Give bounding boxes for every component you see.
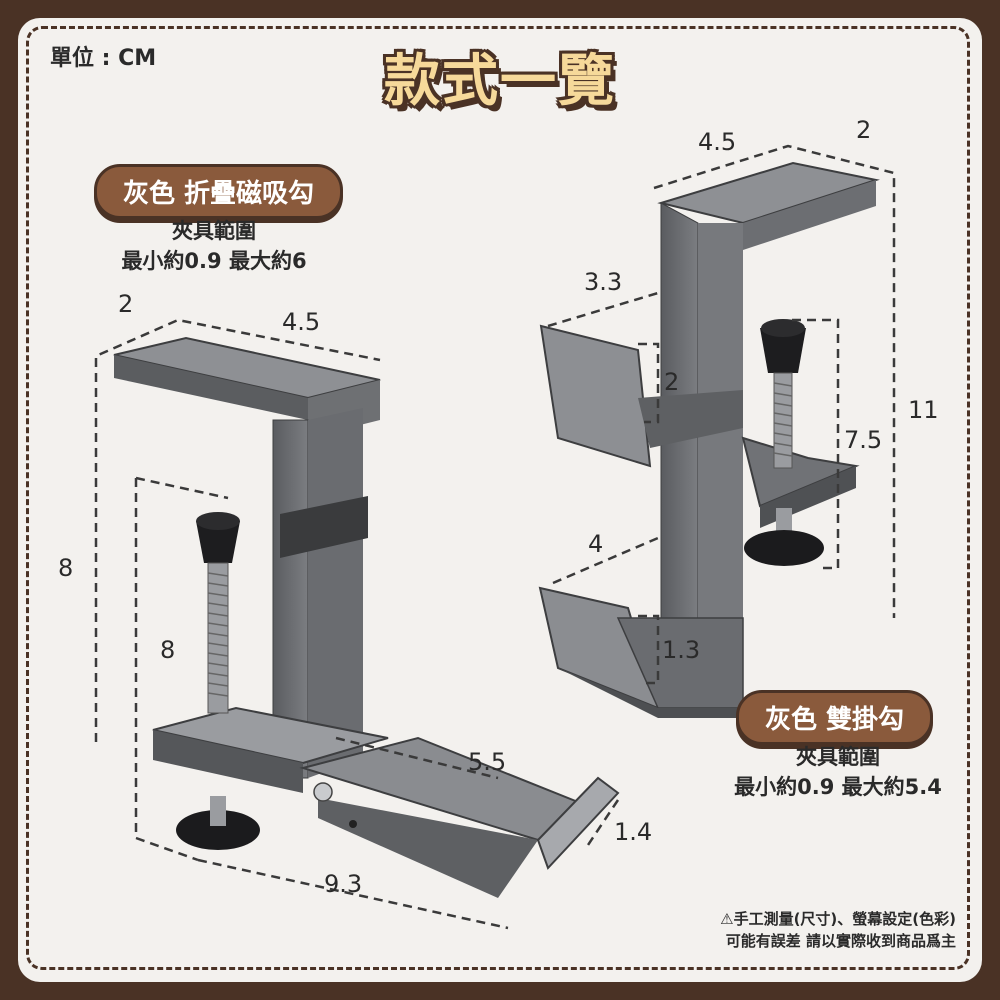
- right-product-badge: 灰色 雙掛勾: [736, 690, 934, 745]
- right-dim-lower-hook-depth: 1.3: [662, 636, 701, 664]
- right-dim-upper-hook-depth: 2: [664, 368, 680, 396]
- left-dim-height: 8: [58, 554, 74, 582]
- right-dim-depth: 2: [856, 116, 872, 144]
- left-hook-product: [113, 336, 620, 898]
- disclaimer-note: ⚠手工測量(尺寸)、螢幕設定(色彩) 可能有誤差 請以實際收到商品爲主: [720, 908, 956, 952]
- product-illustration: [94, 144, 896, 930]
- left-dim-hook-lip: 1.4: [614, 818, 653, 846]
- right-dimension-lines: [547, 144, 896, 685]
- right-hook-product: [538, 161, 880, 718]
- right-dim-clamp-height: 7.5: [844, 426, 883, 454]
- right-dim-lower-hook-width: 4: [588, 530, 604, 558]
- unit-label: 單位 : CM: [50, 46, 157, 71]
- left-dimension-lines: [94, 318, 620, 930]
- content-card: 單位 : CM 款式一覽: [18, 18, 982, 982]
- right-range-title: 夾具範圍: [796, 745, 880, 769]
- disclaimer-line-2: 可能有誤差 請以實際收到商品爲主: [725, 932, 956, 950]
- page-title: 款式一覽: [384, 49, 616, 114]
- left-dim-top-width: 4.5: [282, 308, 321, 336]
- left-range-values: 最小約0.9 最大約6: [121, 249, 307, 273]
- right-dim-upper-hook-width: 3.3: [584, 268, 623, 296]
- disclaimer-line-1: ⚠手工測量(尺寸)、螢幕設定(色彩): [720, 910, 956, 928]
- right-range-values: 最小約0.9 最大約5.4: [734, 775, 942, 799]
- right-dim-total-height: 11: [908, 396, 939, 424]
- left-range-info: 夾具範圍 最小約0.9 最大約6: [94, 216, 334, 276]
- right-range-info: 夾具範圍 最小約0.9 最大約5.4: [718, 742, 958, 802]
- left-dim-clamp-height: 8: [160, 636, 176, 664]
- left-dim-hook-length: 5.5: [468, 748, 507, 776]
- left-dim-depth: 2: [118, 290, 134, 318]
- left-range-title: 夾具範圍: [172, 219, 256, 243]
- dashed-border: [26, 26, 970, 970]
- right-dim-top-width: 4.5: [698, 128, 737, 156]
- left-dim-total-length: 9.3: [324, 870, 363, 898]
- left-product-badge: 灰色 折疊磁吸勾: [94, 164, 344, 219]
